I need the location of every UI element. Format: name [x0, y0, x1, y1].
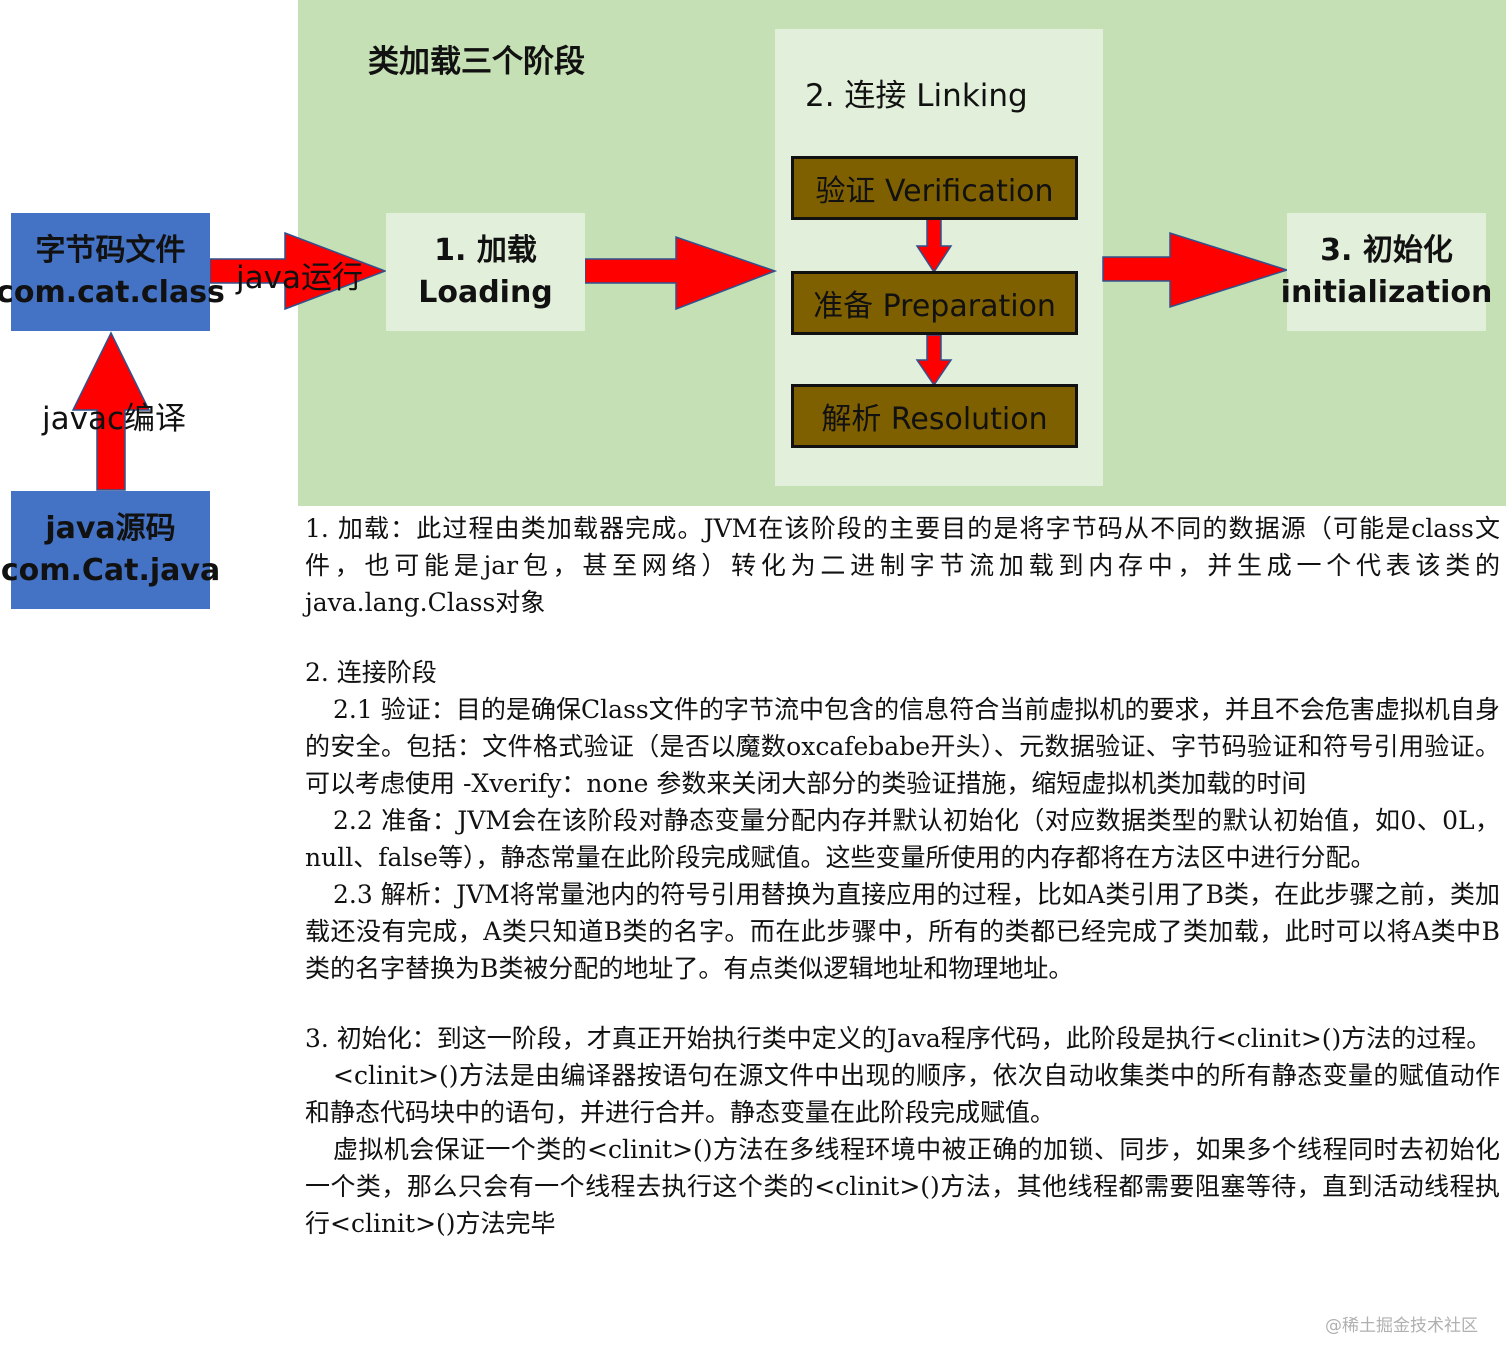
clinit-description: <clinit>()方法是由编译器按语句在源文件中出现的顺序，依次自动收集类中的… — [305, 1061, 1500, 1127]
panel-title: 类加载三个阶段 — [368, 44, 585, 80]
verify-to-prepare-arrow — [915, 218, 953, 274]
resolution-description: 2.3 解析：JVM将常量池内的符号引用替换为直接应用的过程，比如A类引用了B类… — [305, 880, 1500, 983]
loading-to-linking-arrow — [584, 235, 778, 311]
java-run-arrow — [209, 231, 388, 311]
javac-compile-label: javac编译 — [42, 401, 186, 437]
init-title: 3. 初始化 — [1320, 233, 1453, 268]
verification-description: 2.1 验证：目的是确保Class文件的字节流中包含的信息符合当前虚拟机的要求，… — [305, 695, 1500, 798]
source-file-box: java源码 com.Cat.java — [1, 491, 220, 609]
java-run-label: java运行 — [236, 260, 363, 296]
resolution-step: 解析 Resolution — [791, 384, 1078, 448]
loading-stage-box: 1. 加载 Loading — [386, 213, 585, 331]
bytecode-title: 字节码文件 — [35, 233, 186, 268]
loading-description: 1. 加载：此过程由类加载器完成。JVM在该阶段的主要目的是将字节码从不同的数据… — [305, 514, 1500, 617]
init-description: 3. 初始化：到这一阶段，才真正开始执行类中定义的Java程序代码，此阶段是执行… — [305, 1024, 1492, 1053]
loading-title: 1. 加载 — [434, 233, 537, 268]
linking-heading: 2. 连接阶段 — [305, 658, 437, 687]
source-title: java源码 — [45, 511, 176, 546]
initialization-stage-box: 3. 初始化 initialization — [1281, 213, 1492, 331]
description-text: 1. 加载：此过程由类加载器完成。JVM在该阶段的主要目的是将字节码从不同的数据… — [305, 510, 1500, 1242]
bytecode-filename: com.cat.class — [0, 275, 225, 310]
preparation-description: 2.2 准备：JVM会在该阶段对静态变量分配内存并默认初始化（对应数据类型的默认… — [305, 806, 1500, 872]
javac-compile-arrow — [71, 331, 151, 491]
clinit-sync-description: 虚拟机会保证一个类的<clinit>()方法在多线程环境中被正确的加锁、同步，如… — [305, 1135, 1500, 1238]
init-subtitle: initialization — [1280, 275, 1493, 310]
bytecode-file-box: 字节码文件 com.cat.class — [0, 213, 225, 331]
linking-title: 2. 连接 Linking — [805, 78, 1028, 114]
prepare-to-resolve-arrow — [915, 334, 953, 387]
source-filename: com.Cat.java — [0, 553, 221, 588]
verification-step: 验证 Verification — [791, 156, 1078, 220]
linking-to-init-arrow — [1102, 231, 1290, 309]
preparation-step: 准备 Preparation — [791, 271, 1078, 335]
watermark: @稀土掘金技术社区 — [1325, 1316, 1478, 1336]
loading-subtitle: Loading — [418, 275, 553, 310]
flow-arrows — [71, 218, 1290, 491]
